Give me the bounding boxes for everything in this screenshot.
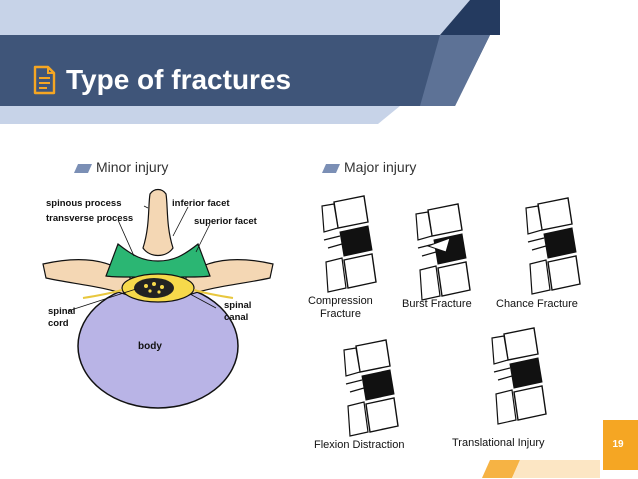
minor-injury-caption: Minor injury bbox=[74, 158, 168, 176]
label-body: body bbox=[138, 341, 162, 352]
document-icon bbox=[33, 65, 56, 95]
caption-marker-icon bbox=[322, 163, 340, 173]
major-injury-caption: Major injury bbox=[322, 158, 416, 176]
page-badge bbox=[603, 420, 638, 470]
burst-fracture-illustration bbox=[415, 203, 471, 301]
header-accent-corner bbox=[440, 0, 500, 35]
page-number: 19 bbox=[612, 439, 624, 450]
label-spinous-process: spinous process bbox=[46, 198, 122, 209]
label-superior-facet: superior facet bbox=[194, 216, 258, 227]
compression-fracture-label-line1: Compression bbox=[308, 295, 373, 307]
flexion-distraction-label: Flexion Distraction bbox=[314, 439, 404, 451]
chance-fracture-label: Chance Fracture bbox=[496, 298, 578, 310]
footer-accent-stripe bbox=[482, 460, 520, 478]
chance-fracture-illustration bbox=[525, 197, 581, 295]
vertebra-anatomy-figure: spinous process transverse process infer… bbox=[42, 188, 274, 409]
caption-marker-icon bbox=[74, 163, 92, 173]
minor-injury-label: Minor injury bbox=[96, 159, 169, 175]
header-top-light-band bbox=[0, 0, 470, 35]
spinous-process-shape bbox=[142, 188, 174, 257]
slide-title: Type of fractures bbox=[66, 64, 292, 95]
label-inferior-facet: inferior facet bbox=[172, 198, 230, 209]
footer-light-stripe bbox=[512, 460, 600, 478]
label-spinal-canal-line1: spinal bbox=[224, 300, 251, 311]
major-injury-label: Major injury bbox=[344, 159, 417, 175]
fracture-types-figure: Compression Fracture Burst Fracture Chan… bbox=[308, 195, 581, 451]
burst-fracture-label: Burst Fracture bbox=[402, 298, 472, 310]
header-band-tip bbox=[420, 35, 490, 106]
translational-injury-label: Translational Injury bbox=[452, 437, 545, 449]
translational-injury-illustration bbox=[491, 327, 547, 425]
compression-fracture-label-line2: Fracture bbox=[320, 308, 361, 320]
label-spinal-canal-line2: canal bbox=[224, 312, 248, 323]
label-transverse-process: transverse process bbox=[46, 213, 133, 224]
label-spinal-cord-line1: spinal bbox=[48, 306, 75, 317]
label-spinal-cord-line2: cord bbox=[48, 318, 69, 329]
flexion-distraction-illustration bbox=[343, 339, 399, 437]
compression-fracture-illustration bbox=[321, 195, 377, 293]
header-bottom-light-band bbox=[0, 106, 400, 124]
spinal-cord-shape bbox=[134, 278, 174, 298]
header-band bbox=[0, 35, 490, 106]
